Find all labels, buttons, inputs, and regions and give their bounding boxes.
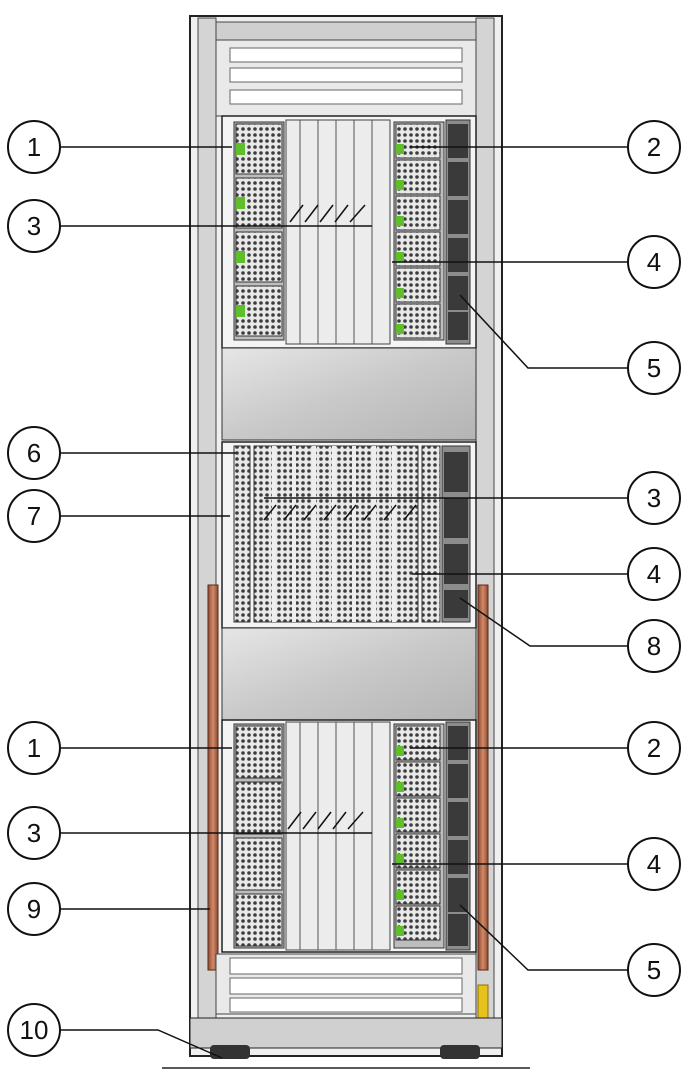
fan-modules-bottom [445,721,471,951]
callout-circle [7,489,61,543]
callout-circle [7,721,61,775]
callout-pointer [349,204,366,223]
callout-circle [7,426,61,480]
callout-pointer [347,811,364,830]
callout-pointer [303,504,317,521]
callout-number: 9 [27,894,41,924]
rail-right [477,584,489,971]
callout-number: 4 [647,849,661,879]
callout-pointer [383,504,397,521]
callout-circle [7,120,61,174]
callout-5: 5 [459,294,681,395]
callout-leader-line [459,597,628,647]
callout-1: 1 [7,721,232,775]
callout-number: 5 [647,353,661,383]
leveling-feet [162,1045,530,1069]
callout-4: 4 [412,547,681,601]
callout-pointer [403,504,417,521]
callout-pointer [363,504,377,521]
callout-pointer [343,504,357,521]
callout-circle [627,837,681,891]
callout-number: 3 [647,483,661,513]
callout-pointer [334,204,349,223]
callout-4: 4 [392,837,681,891]
psu-column-right [393,121,445,341]
callout-pointer [283,504,297,521]
callout-pointer [319,204,334,223]
callout-circle [627,721,681,775]
filler-panel-upper [221,347,477,441]
callout-circle [627,120,681,174]
callout-circle [627,341,681,395]
callout-circle [627,547,681,601]
callout-circle [7,199,61,253]
callout-circle [627,235,681,289]
callout-leader-line [459,294,628,369]
rail-left [207,584,219,971]
callout-pointer [263,504,277,521]
filler-panel-lower [221,627,477,721]
fan-modules-middle [441,445,471,623]
callout-circle [7,882,61,936]
callout-3: 3 [263,471,681,525]
callout-number: 1 [27,733,41,763]
callout-10: 10 [7,1003,223,1059]
callout-number: 5 [647,955,661,985]
callout-circle [627,943,681,997]
callout-5: 5 [459,904,681,997]
callout-7: 7 [7,489,230,543]
callout-number: 1 [27,132,41,162]
io-card-slots-bottom [285,721,391,951]
psu-column-right-bottom [393,723,445,949]
callout-number: 4 [647,559,661,589]
chassis-top [221,115,477,349]
chassis-middle [221,441,477,629]
callout-pointer [323,504,337,521]
callout-circle [627,471,681,525]
callout-number: 10 [20,1015,49,1045]
callout-3: 3 [7,806,372,860]
psu-column-left-bottom [233,723,285,949]
callout-2: 2 [410,721,681,775]
callout-6: 6 [7,426,236,480]
fan-modules-top [445,119,471,345]
psu-column-left [233,121,285,341]
callout-number: 7 [27,501,41,531]
io-card-slots-middle [253,445,419,623]
io-card-slots-top [285,119,391,345]
callout-number: 2 [647,132,661,162]
callout-number: 2 [647,733,661,763]
callout-leader-line [60,1029,223,1059]
callout-pointer [332,811,347,830]
callout-1: 1 [7,120,232,174]
callout-2: 2 [410,120,681,174]
callout-circle [7,806,61,860]
callout-number: 4 [647,247,661,277]
callout-number: 3 [27,818,41,848]
callout-pointer [287,811,302,830]
callout-number: 6 [27,438,41,468]
callout-pointer [304,204,319,223]
chassis-bottom [221,719,477,953]
rack-bottom [189,953,503,1049]
callout-number: 8 [647,631,661,661]
callout-leader-line [459,904,628,971]
callout-number: 3 [27,211,41,241]
callout-pointer [317,811,332,830]
callout-circle [627,619,681,673]
callout-8: 8 [459,597,681,673]
callout-circle [7,1003,61,1057]
callout-3: 3 [7,199,372,253]
callout-pointer [302,811,317,830]
callout-9: 9 [7,882,210,936]
callout-pointer [289,204,304,223]
callout-4: 4 [392,235,681,289]
